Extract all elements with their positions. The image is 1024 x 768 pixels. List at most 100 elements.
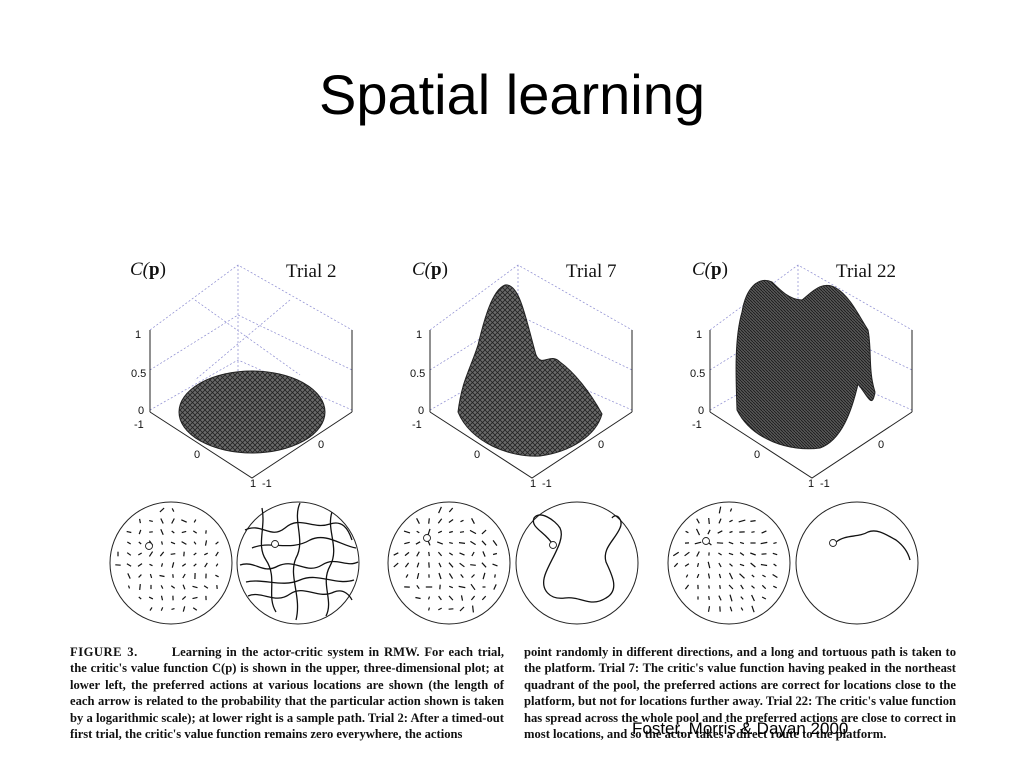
action-arrow [403, 530, 411, 534]
action-arrow [751, 531, 755, 533]
action-arrow [428, 551, 430, 557]
action-arrow [139, 584, 141, 590]
action-arrow [728, 584, 734, 590]
action-arrow [438, 572, 442, 580]
caption-right-column: point randomly in different directions, … [524, 644, 956, 742]
action-arrow [459, 606, 465, 612]
action-arrow [739, 573, 745, 579]
tick-y-mid: 0 [878, 439, 884, 451]
action-arrow [751, 585, 755, 589]
svg-text:C(p): C(p) [412, 259, 448, 280]
sample-path-trial-22 [795, 501, 919, 625]
action-arrow [471, 518, 475, 524]
svg-text:C(p): C(p) [130, 259, 166, 280]
action-arrow [739, 552, 745, 556]
platform-marker [549, 541, 557, 549]
panel-label-trial-2: Trial 2 [286, 261, 337, 282]
action-arrow [182, 584, 186, 590]
action-arrow [458, 585, 466, 589]
action-arrow [138, 574, 142, 578]
action-arrow [160, 518, 164, 524]
action-arrow-map-trial-22 [667, 501, 791, 625]
platform-marker [829, 539, 837, 547]
action-arrow [739, 563, 745, 567]
action-arrow [428, 518, 430, 524]
action-arrow [471, 551, 475, 557]
tick-x-right: 1 [250, 478, 256, 490]
action-arrow [707, 573, 711, 579]
plot-axes [149, 330, 353, 479]
action-arrow [738, 519, 746, 523]
action-arrow [481, 595, 487, 601]
action-arrow [460, 595, 464, 601]
action-arrow [772, 573, 778, 579]
action-arrow [416, 584, 420, 590]
tick-x-mid: 0 [754, 449, 760, 461]
action-arrow [696, 551, 700, 557]
pool-outline [795, 501, 919, 625]
action-arrow [171, 508, 175, 512]
action-arrow [126, 541, 132, 545]
action-arrow [751, 605, 755, 613]
action-arrow [707, 606, 711, 612]
action-arrow [772, 552, 778, 556]
action-arrow [719, 585, 721, 589]
action-arrow [193, 541, 197, 545]
z-axis-label-c: C( [412, 259, 433, 280]
action-arrow [492, 552, 498, 556]
action-arrow [460, 519, 464, 523]
action-arrow [437, 551, 443, 557]
action-arrow [459, 552, 465, 556]
action-arrow [126, 530, 132, 534]
tick-z-top: 1 [696, 329, 702, 341]
action-arrow [182, 573, 186, 579]
action-arrow [215, 541, 219, 545]
action-arrow [696, 573, 700, 579]
action-arrow [148, 551, 154, 557]
z-axis-label-p: p [149, 259, 160, 280]
tick-y-mid: 0 [598, 439, 604, 451]
action-arrow [192, 607, 198, 611]
tick-z-mid: 0.5 [690, 368, 705, 380]
z-axis-label-c: C( [130, 259, 151, 280]
action-arrow [729, 563, 733, 567]
action-arrow [718, 506, 722, 514]
tick-x-right: 1 [808, 478, 814, 490]
caption-text-right: point randomly in different directions, … [524, 645, 956, 742]
action-arrow [492, 563, 498, 567]
action-arrow [448, 573, 454, 579]
value-surface-spread [735, 280, 876, 450]
action-arrow [428, 607, 430, 611]
plot-axes [709, 330, 913, 479]
action-arrow [448, 595, 454, 601]
action-arrow [138, 529, 142, 535]
action-arrow [160, 529, 164, 535]
action-arrow [718, 595, 722, 601]
action-arrow [438, 607, 442, 611]
tick-x-left: -1 [692, 419, 702, 431]
pool-outline [109, 501, 233, 625]
action-arrow [159, 574, 165, 578]
platform-marker [271, 540, 279, 548]
action-arrow [728, 541, 734, 545]
action-arrow [139, 518, 141, 524]
action-arrow [684, 584, 690, 590]
action-arrow [138, 596, 142, 600]
action-arrow [438, 595, 442, 601]
action-arrow [192, 530, 198, 534]
panel-label-trial-7: Trial 7 [566, 261, 617, 282]
action-arrow [773, 542, 777, 544]
action-arrow [470, 595, 476, 601]
action-arrow [416, 572, 420, 580]
action-arrow [718, 562, 722, 568]
action-arrow [449, 530, 453, 534]
action-arrow [204, 540, 208, 546]
action-arrow [193, 552, 197, 556]
action-arrow [160, 607, 164, 611]
action-arrow [181, 519, 187, 523]
action-arrow [493, 584, 497, 590]
action-arrow [193, 563, 197, 567]
action-arrow [685, 530, 689, 534]
action-arrow [215, 551, 219, 557]
action-arrow [492, 540, 498, 546]
